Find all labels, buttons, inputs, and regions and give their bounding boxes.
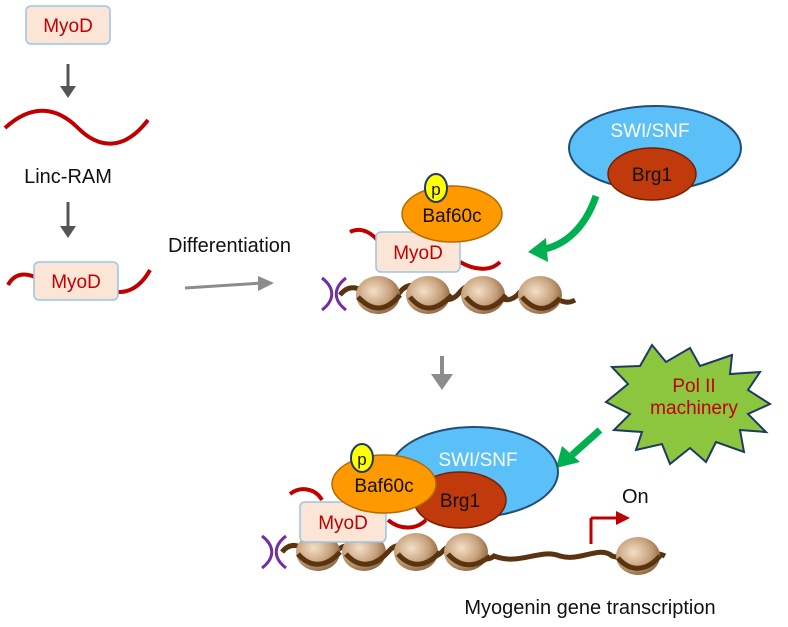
myod-label-bottom: MyoD xyxy=(318,513,368,534)
myod-box-bottom: MyoD xyxy=(299,501,387,543)
myod-box-mid: MyoD xyxy=(375,231,461,273)
linc-ram-label: Linc-RAM xyxy=(24,166,112,188)
tss-arrow xyxy=(589,511,630,544)
green-curved-arrow-head xyxy=(528,238,548,262)
phospho-badge-bottom: p xyxy=(350,443,374,473)
baf60c-label-bottom: Baf60c xyxy=(354,476,413,497)
dna-helix-bottom xyxy=(261,534,287,570)
brg1-bottom: Brg1 xyxy=(413,471,507,529)
linc-ram-rna-bottom xyxy=(288,487,428,530)
dna-strand-bottom-front xyxy=(296,550,662,571)
myogenin-caption: Myogenin gene transcription xyxy=(464,597,715,619)
pol-ii-label-line2: machinery xyxy=(650,398,738,419)
swi-snf-label-top: SWI/SNF xyxy=(610,121,689,142)
down-arrow-1 xyxy=(60,64,76,98)
pol-ii-label-line1: Pol II xyxy=(672,376,715,397)
differentiation-label: Differentiation xyxy=(168,235,291,257)
brg1-label-bottom: Brg1 xyxy=(440,491,480,512)
down-arrow-mid xyxy=(431,356,453,390)
baf60c-mid: Baf60c xyxy=(401,185,503,243)
baf60c-label-mid: Baf60c xyxy=(422,206,481,227)
linc-ram-rna-line xyxy=(3,108,150,146)
myod-label-mid: MyoD xyxy=(393,243,443,264)
p-label-mid: p xyxy=(431,180,440,199)
green-curved-arrow xyxy=(539,194,600,254)
myod-box-top: MyoD xyxy=(25,5,111,45)
myod-label-top: MyoD xyxy=(43,16,93,37)
green-arrow-pol-ii xyxy=(556,427,603,468)
p-label-bottom: p xyxy=(357,450,366,469)
baf60c-bottom: Baf60c xyxy=(331,454,437,514)
dna-strand-mid-front xyxy=(356,293,562,311)
myod-box-linc: MyoD xyxy=(33,261,119,301)
down-arrow-2 xyxy=(60,202,76,238)
myod-label-linc: MyoD xyxy=(51,272,101,293)
swi-snf-label-bottom: SWI/SNF xyxy=(438,450,517,471)
on-label: On xyxy=(622,486,649,508)
dna-helix-mid xyxy=(321,276,347,312)
phospho-badge-mid: p xyxy=(424,173,448,203)
pol-ii-machinery: Pol II machinery xyxy=(604,343,773,466)
brg1-top: Brg1 xyxy=(607,147,697,201)
brg1-label-top: Brg1 xyxy=(632,165,672,186)
differentiation-arrow xyxy=(184,276,274,291)
